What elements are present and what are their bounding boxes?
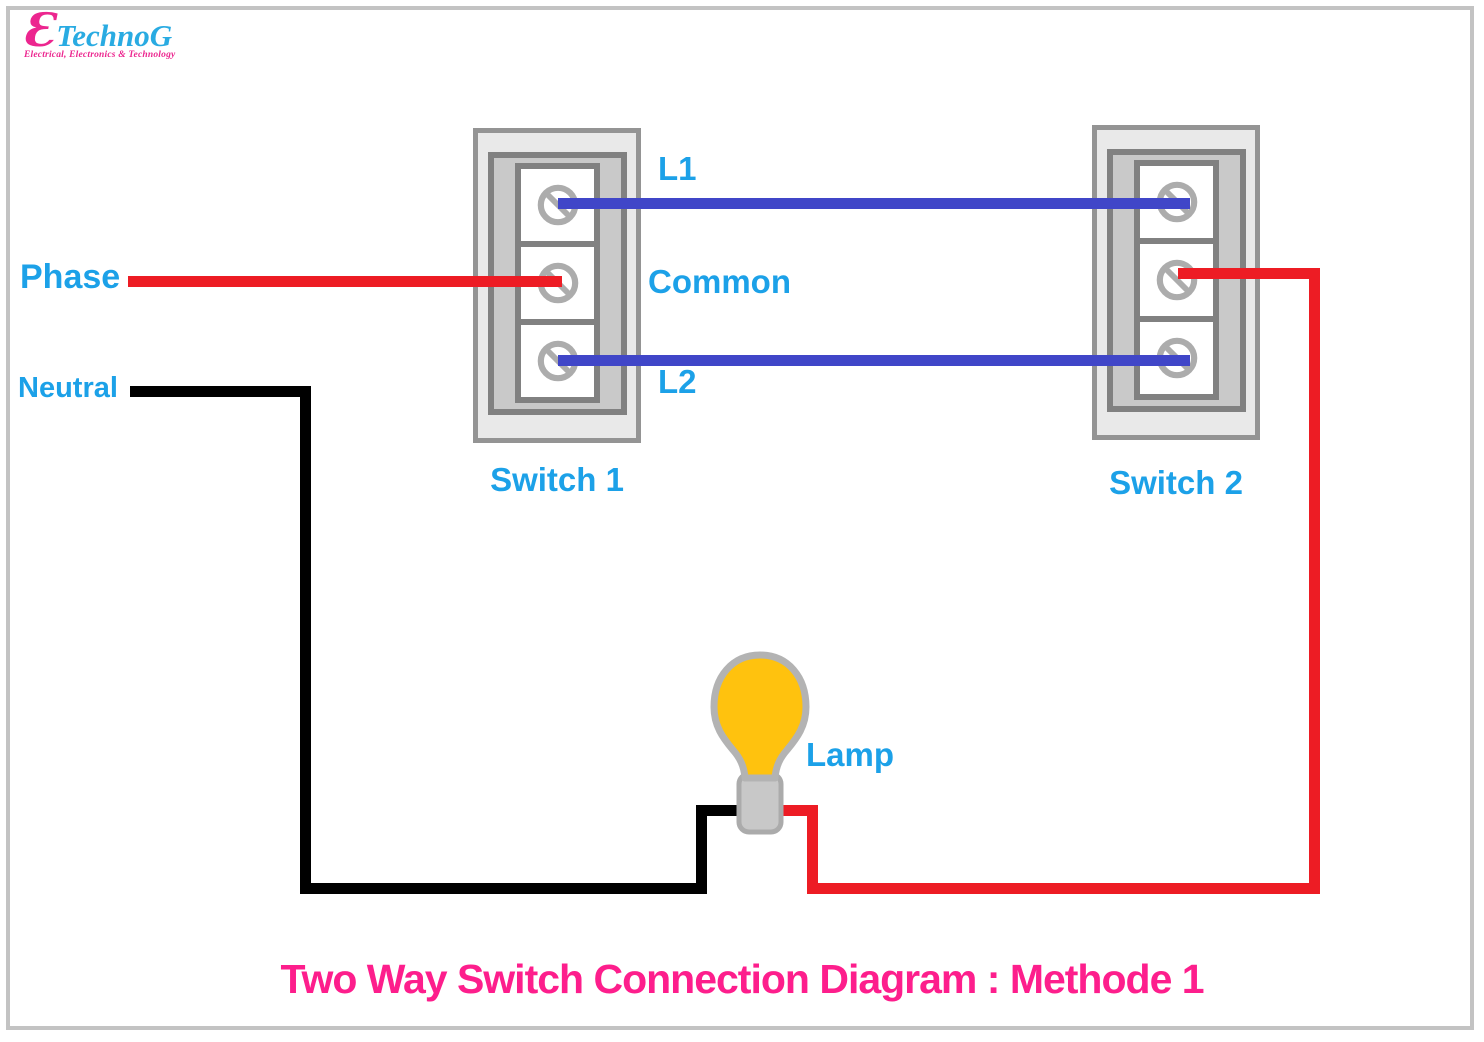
neutral-wire-seg3 (300, 883, 707, 894)
phase-wire (128, 276, 562, 287)
screw-terminal-icon (1156, 259, 1197, 301)
etechnog-logo: Ɛ TechnoG Electrical, Electronics & Tech… (22, 6, 175, 60)
neutral-wire-seg1 (130, 386, 311, 397)
lamp-wire-seg4 (1309, 268, 1320, 894)
lamp-bulb-icon (710, 651, 810, 835)
neutral-wire-seg4 (696, 805, 707, 894)
switch-1-label: Switch 1 (490, 461, 624, 498)
diagram-title: Two Way Switch Connection Diagram : Meth… (280, 956, 1204, 1002)
l1-label: L1 (658, 150, 697, 187)
l2-traveler-wire (558, 355, 1190, 366)
lamp-wire-seg3 (807, 883, 1320, 894)
screw-terminal-icon (537, 184, 578, 226)
logo-initial: Ɛ (22, 3, 56, 57)
switch-1-box (473, 128, 641, 443)
l2-label: L2 (658, 363, 697, 400)
l1-traveler-wire (558, 198, 1190, 209)
switch-2-box (1092, 125, 1260, 440)
neutral-wire-seg2 (300, 386, 311, 894)
lamp-base (736, 771, 784, 835)
lamp-label: Lamp (806, 736, 895, 773)
switch-2-terminal-common (1140, 244, 1213, 322)
switch-2-label: Switch 2 (1109, 464, 1243, 501)
logo-wordmark: Ɛ TechnoG (22, 6, 175, 54)
lamp-wire-seg1 (772, 805, 818, 816)
screw-terminal-icon (537, 340, 578, 382)
lamp-wire-seg2 (807, 805, 818, 894)
neutral-wire-seg5 (696, 805, 748, 816)
logo-tagline: Electrical, Electronics & Technology (24, 50, 176, 60)
lamp-wire-seg5 (1178, 268, 1320, 279)
logo-name: TechnoG (56, 18, 173, 53)
common-label: Common (648, 263, 791, 300)
neutral-label: Neutral (18, 372, 118, 404)
lamp-glass (710, 651, 810, 782)
phase-label: Phase (20, 258, 121, 296)
